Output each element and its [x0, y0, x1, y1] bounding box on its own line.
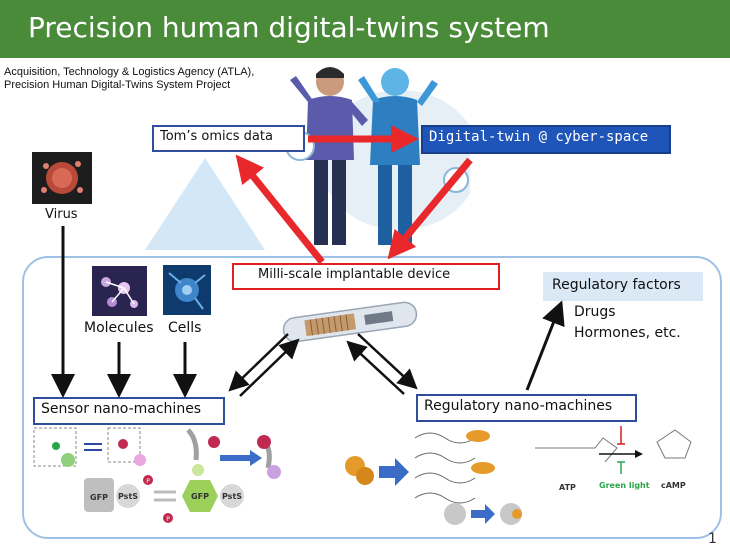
virus-image	[32, 152, 92, 204]
title-bar	[0, 0, 730, 58]
sensor-nano-machines-label: Sensor nano-machines	[41, 401, 202, 417]
molecules-label: Molecules	[84, 320, 154, 336]
sensor-to-device-arrow	[239, 338, 300, 397]
omics-data-label: Tom’s omics data	[160, 129, 273, 144]
p-label-2: P	[166, 516, 170, 523]
twin-to-device-arrow	[387, 157, 473, 260]
gfp-label-1: GFP	[90, 493, 108, 502]
source-credit: Acquisition, Technology & Logistics Agen…	[4, 66, 254, 92]
regulatory-to-factors-arrow	[525, 300, 565, 391]
device-to-omics-arrow	[235, 154, 325, 265]
atp-label: ATP	[559, 483, 576, 492]
digital-twin-box: Digital-twin @ cyber-space	[421, 125, 671, 154]
omics-data-box: Tom’s omics data	[152, 125, 305, 152]
digital-twin-label: Digital-twin @ cyber-space	[429, 129, 649, 145]
gfp-label-2: GFP	[191, 492, 209, 501]
gfp-green-block	[182, 480, 218, 512]
omics-triangle	[145, 158, 265, 250]
page-number: 1	[708, 531, 717, 547]
device-to-sensor-arrow	[228, 333, 289, 392]
regulatory-factors-label: Regulatory factors	[552, 277, 681, 293]
source-line-2: Precision Human Digital-Twins System Pro…	[4, 79, 231, 91]
virus-label: Virus	[45, 207, 78, 222]
gfp-grey-block	[84, 478, 114, 512]
p-label-1: P	[146, 478, 150, 485]
sensor-pink-ball	[134, 454, 146, 466]
implant-device-image	[282, 301, 418, 343]
implantable-device-label: Milli-scale implantable device	[258, 267, 451, 282]
regulatory-factors-box: Regulatory factors	[543, 272, 703, 301]
psts-label-2: PstS	[222, 492, 242, 501]
regulatory-illustration: ATP Green light cAMP	[345, 426, 692, 525]
atp-molecule	[535, 437, 618, 463]
camp-label: cAMP	[661, 481, 686, 490]
regulatory-to-device-arrow	[346, 340, 405, 395]
implantable-device-box: Milli-scale implantable device	[232, 263, 500, 290]
regulatory-nano-machines-label: Regulatory nano-machines	[424, 398, 613, 414]
cells-label: Cells	[168, 320, 202, 336]
sensor-green-ball	[61, 453, 75, 467]
sensor-illustration: GFP PstS P GFP PstS P	[33, 427, 281, 523]
regulatory-blue-arrow	[379, 458, 409, 486]
cells-image	[163, 265, 211, 315]
grey-sphere	[444, 503, 466, 525]
hormones-label: Hormones, etc.	[574, 325, 681, 341]
regulatory-nano-machines-box: Regulatory nano-machines	[416, 394, 637, 422]
molecules-image	[92, 266, 147, 316]
drugs-label: Drugs	[574, 304, 616, 320]
source-line-1: Acquisition, Technology & Logistics Agen…	[4, 66, 255, 78]
green-light-label: Green light	[599, 481, 650, 490]
sensor-nano-machines-box: Sensor nano-machines	[33, 397, 225, 425]
page-title: Precision human digital-twins system	[28, 11, 550, 44]
human-figure	[290, 67, 368, 245]
camp-molecule	[656, 429, 692, 459]
psts-label-1: PstS	[118, 492, 138, 501]
regulatory-mesh	[414, 432, 476, 504]
